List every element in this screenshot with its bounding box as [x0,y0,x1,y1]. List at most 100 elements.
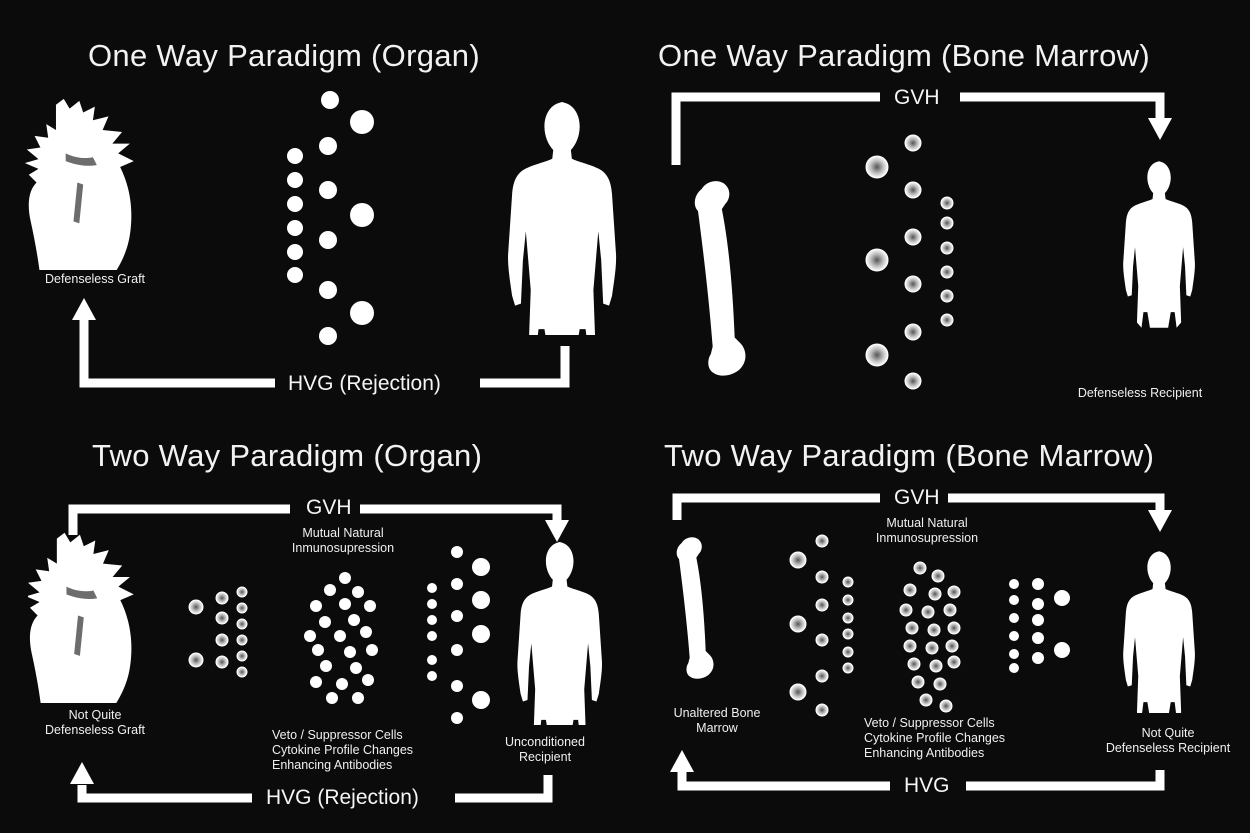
cell-dot [287,148,303,164]
hvg-arrow-line [455,775,548,798]
hvg-arrowhead [670,750,694,772]
hvg-arrow-line [966,770,1160,786]
cell-dot [319,181,337,199]
cell-dot [348,614,360,626]
cell-dot [816,535,828,547]
cell-dot [940,700,952,712]
cell-dot [816,704,828,716]
cell-dot [816,599,828,611]
cell-dot [451,546,463,558]
cell-dot [339,572,351,584]
cell-dot [908,658,920,670]
cell-dot [926,642,938,654]
cell-dot [427,671,437,681]
cell-dot [310,676,322,688]
mutual-suppression-label: Mutual Natural Inmunosupression [852,516,1002,546]
cell-dot [790,684,806,700]
cell-dot [941,314,953,326]
cell-dot [216,634,228,646]
bone-icon [695,181,746,376]
cell-dot [427,583,437,593]
cell-dot [304,630,316,642]
cell-dot [287,244,303,260]
cell-dot [866,344,888,366]
cell-dot [941,217,953,229]
cell-dot [427,615,437,625]
cell-dot [1009,595,1019,605]
cell-dot [451,610,463,622]
cell-dot [324,584,336,596]
cell-dot [334,630,346,642]
cell-dot [336,678,348,690]
cell-dot [948,586,960,598]
cell-dot [319,327,337,345]
cell-dot [319,281,337,299]
cell-dot [427,655,437,665]
cell-dot [930,660,942,672]
cell-dot [1032,598,1044,610]
graft-label: Defenseless Graft [20,272,170,287]
cell-dot [350,203,374,227]
cell-dot [1009,649,1019,659]
cell-dot [928,624,940,636]
cell-dot [1032,632,1044,644]
recipient-label: Not Quite Defenseless Recipient [1088,726,1248,756]
cell-dot [1032,652,1044,664]
hvg-arrowhead [72,298,96,320]
cell-dot [189,653,203,667]
human-figure-icon [1123,551,1195,717]
cell-dot [934,678,946,690]
cell-dot [287,220,303,236]
cell-dot [472,558,490,576]
mutual-suppression-label: Mutual Natural Inmunosupression [268,526,418,556]
marrow-label: Unaltered Bone Marrow [652,706,782,736]
cell-dot [472,591,490,609]
panel-title: One Way Paradigm (Bone Marrow) [658,38,1150,74]
cell-dot [905,229,921,245]
cell-dot [352,586,364,598]
gvh-arrow-line [73,509,290,535]
bone-icon [677,537,714,678]
cell-dot [237,619,247,629]
panel-title: One Way Paradigm (Organ) [88,38,480,74]
cell-dot [216,656,228,668]
cell-dot [237,603,247,613]
cell-dot [866,249,888,271]
mechanisms-label: Veto / Suppressor Cells Cytokine Profile… [864,716,1054,761]
cell-dot [189,600,203,614]
cell-dot [816,670,828,682]
cell-dot [944,604,956,616]
cell-dot [326,692,338,704]
gvh-arrow-label: GVH [886,486,948,510]
cell-dot [427,631,437,641]
cell-dot [948,622,960,634]
human-figure-icon [508,102,616,353]
cell-dot [905,373,921,389]
cell-dot [790,616,806,632]
cell-dot [941,266,953,278]
cell-dot [843,629,853,639]
hvg-arrow-line [84,320,275,383]
cell-dot [310,600,322,612]
cell-dot [451,644,463,656]
cell-dot [914,562,926,574]
cell-dot [237,587,247,597]
hvg-arrow-label: HVG (Rejection) [258,786,427,810]
cell-dot [1009,579,1019,589]
cell-dot [922,606,934,618]
cell-dot [360,626,372,638]
hvg-arrowhead [70,762,94,784]
cell-dot [352,692,364,704]
cell-dot [364,600,376,612]
cell-dot [350,301,374,325]
cell-dot [904,584,916,596]
cell-dot [237,635,247,645]
cell-dot [920,694,932,706]
cell-dot [906,622,918,634]
human-figure-icon [1123,161,1195,327]
cell-dot [237,667,247,677]
cell-dot [451,712,463,724]
cell-dot [287,267,303,283]
cell-dot [350,662,362,674]
